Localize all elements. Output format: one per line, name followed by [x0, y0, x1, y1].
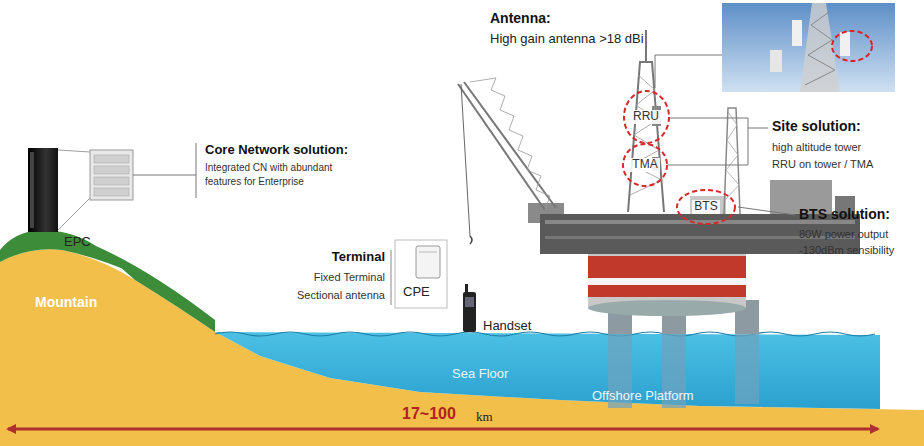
leader-line [668, 128, 748, 165]
platform-pontoon [588, 252, 746, 308]
epc-server-view [94, 177, 129, 185]
terminal-frame [391, 250, 392, 305]
handset [463, 292, 476, 332]
crane [458, 84, 545, 210]
callout-text: Antenna: [490, 10, 551, 27]
callout-text: Mountain [35, 294, 97, 311]
core-network-bracket [133, 175, 196, 176]
crane [470, 78, 550, 210]
epc-server-view [94, 188, 129, 196]
platform-deck [690, 196, 726, 214]
antenna-photo [840, 32, 850, 56]
epc-rack [28, 148, 90, 232]
epc-server-view [90, 150, 133, 200]
leader-line [655, 55, 795, 215]
mountain-grass [96, 246, 215, 332]
antenna-photo [832, 31, 872, 61]
callout-text: Sectional antenna [297, 289, 385, 302]
terminal-frame [419, 252, 437, 253]
callout-text: Offshore Platform [592, 388, 694, 404]
epc-server-view [90, 150, 133, 200]
callout-text: Handset [483, 318, 531, 334]
platform-pontoon [588, 278, 746, 285]
derrick-tower [628, 62, 664, 212]
callout-text: -130dBm sensibility [799, 244, 894, 257]
sea-water [215, 332, 880, 409]
leader-line [738, 207, 795, 215]
epc-server-view [94, 155, 129, 163]
callout-text: EPC [64, 234, 91, 250]
node-label: BTS [692, 200, 719, 214]
derrick-tower [628, 30, 664, 212]
dashed-callout-circle: TMA [622, 143, 668, 187]
antenna-photo [770, 50, 782, 72]
callout-text: Site solution: [772, 118, 861, 135]
distance-arrow [8, 429, 878, 430]
callout-text: Fixed Terminal [314, 271, 385, 284]
derrick-tower [645, 30, 647, 62]
callout-text: high altitude tower [772, 141, 861, 154]
crane [470, 236, 472, 244]
dashed-ellipse [677, 190, 735, 224]
sea-water [215, 332, 875, 336]
antenna-photo [792, 20, 802, 46]
dashed-callout-circle: RRU [623, 90, 670, 144]
epc-server-view [94, 166, 129, 174]
platform-pontoon [588, 300, 746, 316]
callout-text: 80W power output [799, 228, 888, 241]
core-network-bracket [133, 143, 196, 198]
platform-pontoon [588, 252, 746, 316]
dashed-ellipse [623, 144, 667, 186]
handset [465, 297, 474, 307]
distance-arrow [8, 428, 878, 431]
handset [465, 284, 468, 293]
callout-text: CPE [403, 284, 430, 300]
node-label: RRU [631, 110, 661, 124]
callout-text: BTS solution: [799, 206, 890, 223]
site-tower [725, 112, 739, 200]
callout-text: km [476, 409, 493, 425]
mountain-grass [0, 230, 215, 332]
epc-rack [58, 150, 90, 152]
callout-text: High gain antenna >18 dBi [490, 31, 644, 47]
callout-text: 17~100 [402, 404, 456, 423]
callout-text: Terminal [332, 249, 385, 265]
crane [461, 84, 470, 236]
sea-water [215, 332, 880, 409]
terminal-frame [395, 240, 447, 308]
terminal-frame [391, 240, 447, 308]
callout-text: Sea Floor [452, 366, 508, 382]
antenna-photo [805, 12, 835, 85]
platform-pontoon [588, 256, 746, 278]
antenna-photo [800, 3, 840, 92]
leader-line [655, 55, 722, 88]
epc-rack [30, 152, 34, 228]
dashed-callout-circle: BTS [676, 189, 736, 225]
derrick-tower [630, 75, 662, 195]
epc-rack [28, 148, 58, 232]
epc-rack [58, 198, 90, 230]
crane [464, 82, 556, 208]
terminal-frame [416, 246, 440, 278]
core-network-bracket [196, 143, 197, 198]
callout-text: Core Network solution: [205, 142, 348, 158]
platform-pontoon [588, 285, 746, 297]
node-label: TMA [630, 158, 659, 172]
antenna-photo [722, 3, 895, 92]
platform-legs [735, 330, 759, 404]
dashed-ellipse [624, 91, 669, 143]
callout-text: RRU on tower / TMA [772, 158, 873, 171]
mountain-grass [0, 230, 140, 276]
handset [463, 284, 476, 332]
leader-line [668, 118, 768, 128]
callout-text: Integrated CN with abundant features for… [205, 161, 345, 188]
antenna-photo [722, 3, 895, 92]
